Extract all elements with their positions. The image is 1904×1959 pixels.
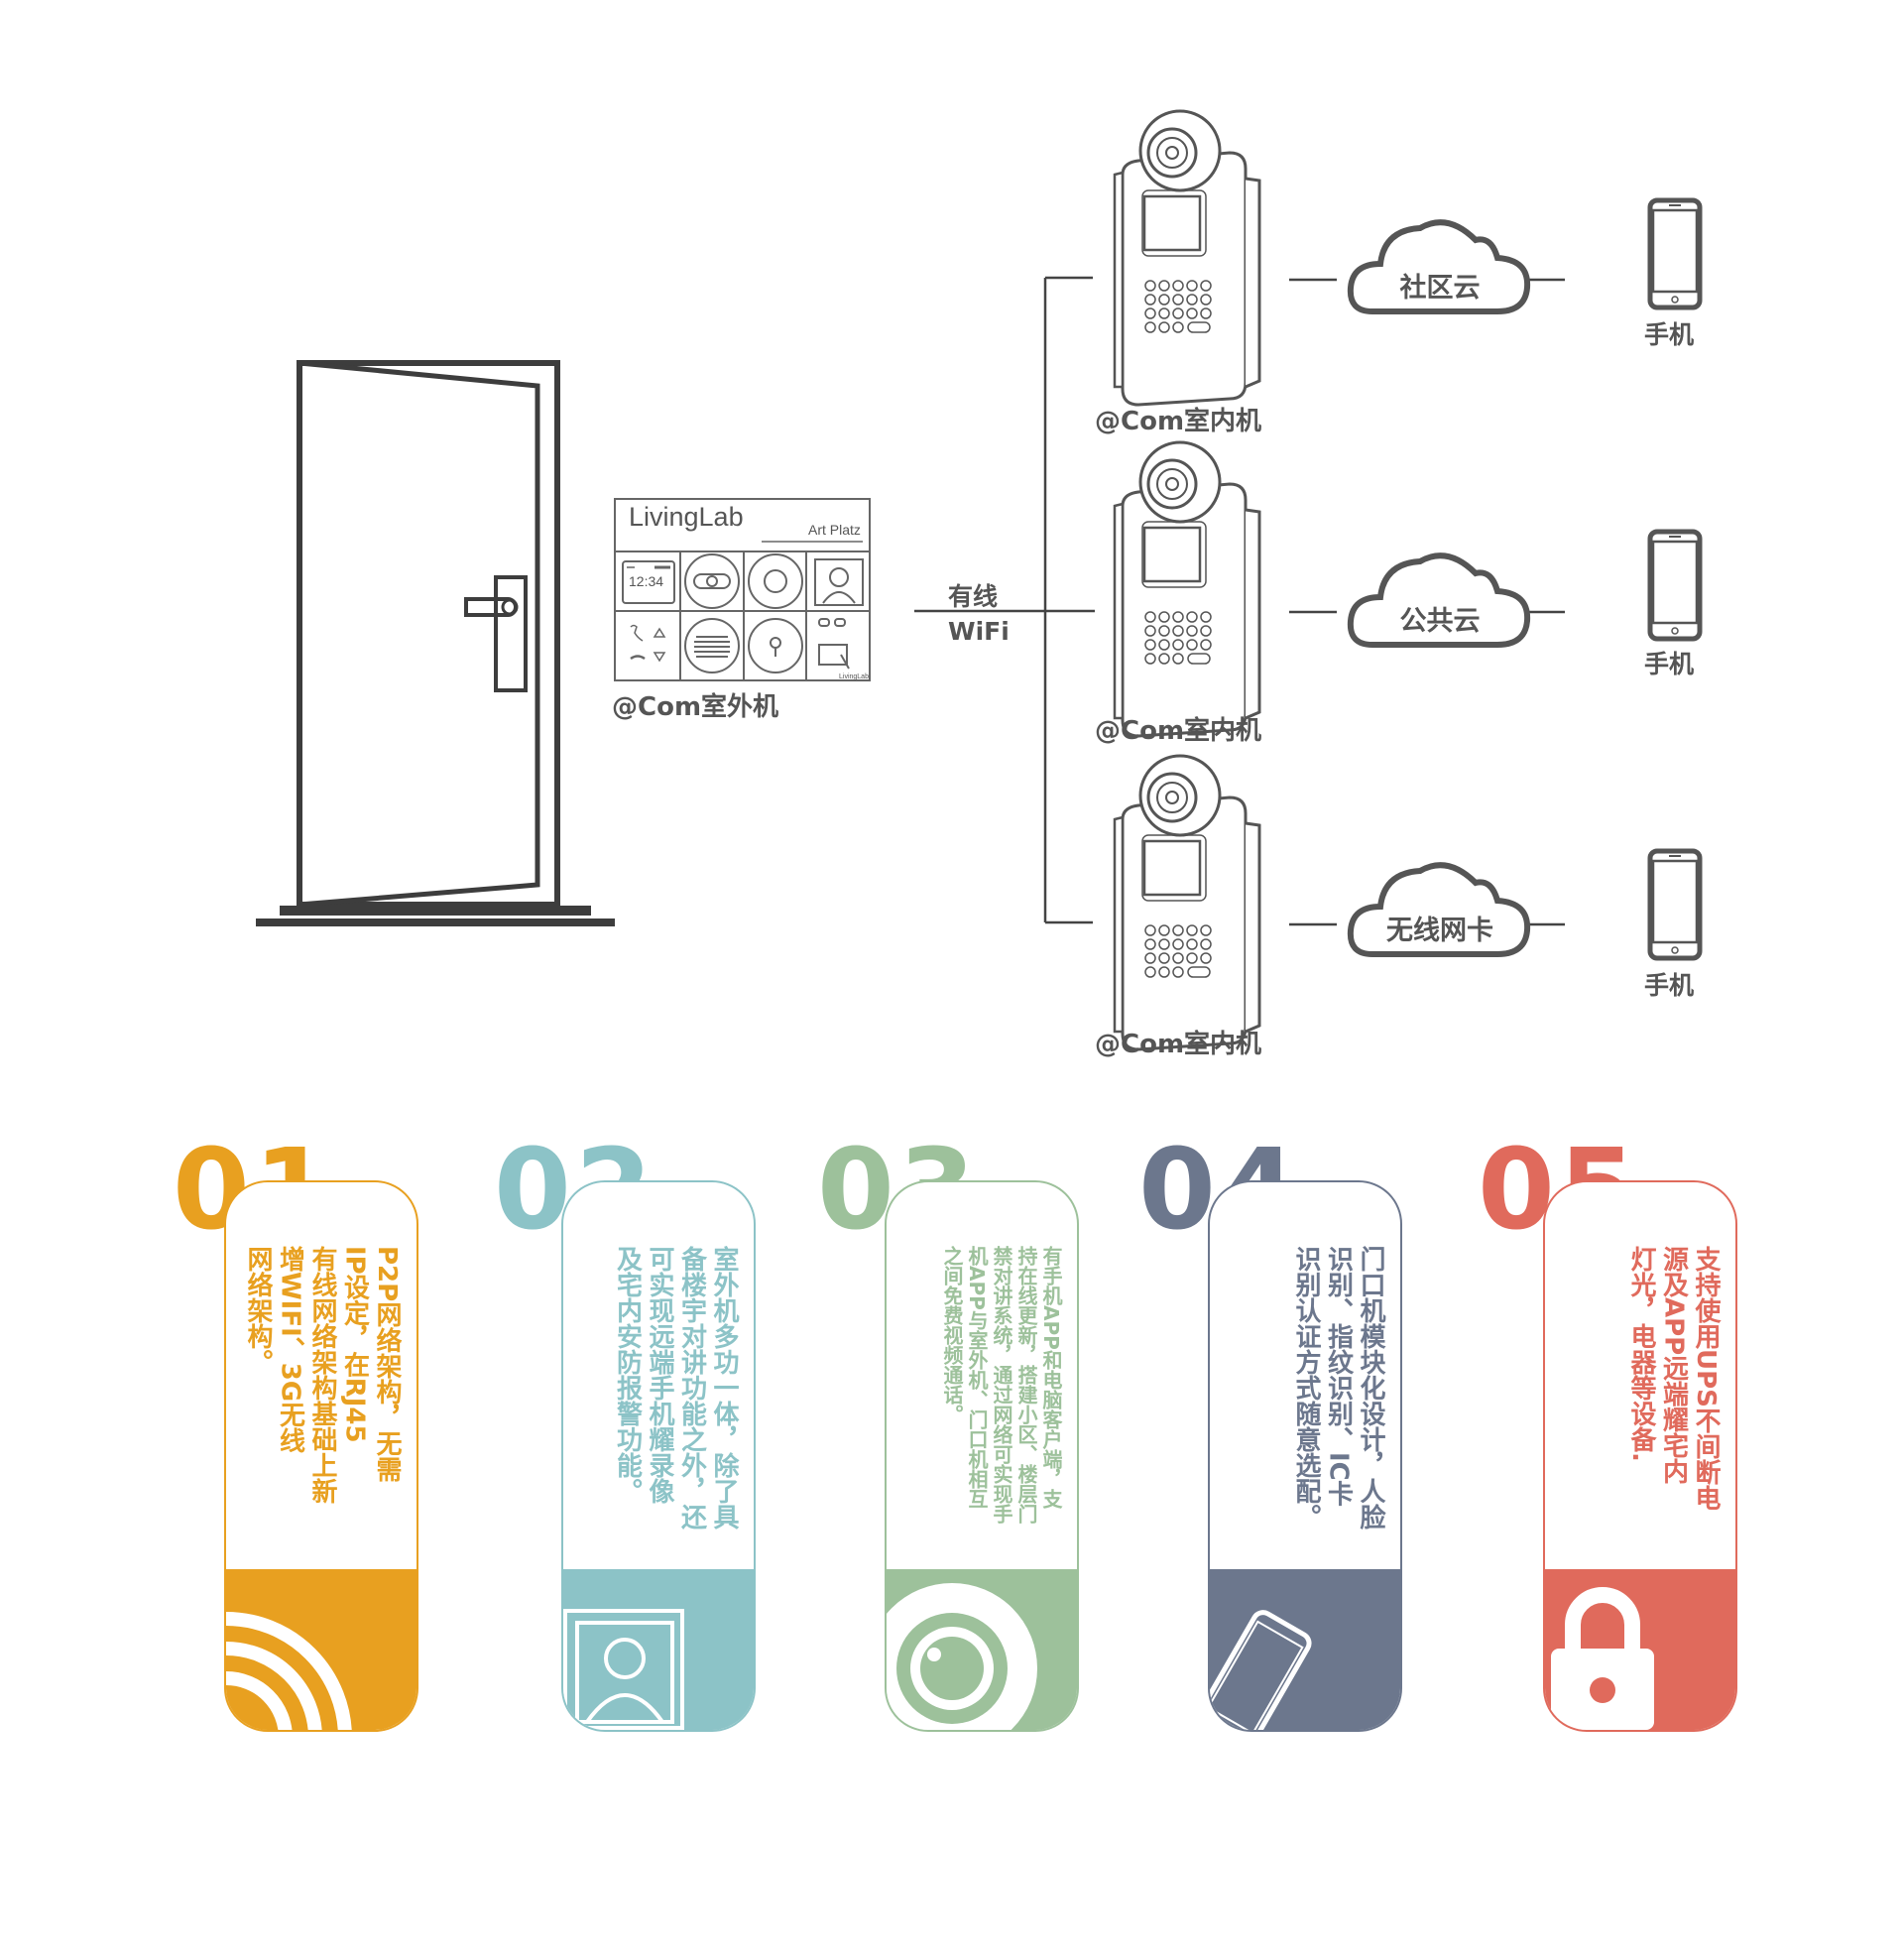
- feature-line: 有线网络架构基础上新: [307, 1246, 337, 1504]
- panel-corner-brand: LivingLab: [839, 673, 869, 680]
- panel-brand: LivingLab: [629, 502, 744, 532]
- feature-line: IP设定，在RJ45: [339, 1246, 370, 1443]
- feature-line: 识别、指纹识别、IC卡: [1323, 1246, 1354, 1507]
- feature-card: 门口机模块化设计，人脸识别、指纹识别、IC卡识别认证方式随意选配。: [1208, 1180, 1402, 1732]
- connection-wifi-label: WiFi: [948, 617, 1010, 646]
- feature-line: 网络架构。: [243, 1246, 273, 1375]
- feature-description: 有手机APP和电脑客户端，支持在线更新，搭建小区、楼层门禁对讲系统，通过网络可实…: [939, 1246, 1063, 1563]
- panel-sub-brand: Art Platz: [808, 522, 861, 538]
- feature-card: 室外机多功一体，除了具备楼宇对讲功能之外，还可实现远端手机耀录像及宅内安防报警功…: [561, 1180, 756, 1732]
- feature-line: 增WIFI、3G无线: [275, 1246, 305, 1454]
- feature-line: 持在线更新，搭建小区、楼层门: [1014, 1246, 1038, 1524]
- panel-clock: 12:34: [629, 573, 664, 589]
- phone-icon: [1650, 851, 1700, 958]
- indoor-unit-label: @Com室内机: [1095, 407, 1262, 436]
- indoor-unit-3: [1113, 754, 1261, 1051]
- feature-line: 禁对讲系统，通过网络可实现手: [990, 1246, 1013, 1524]
- feature-line: 之间免费视频通话。: [940, 1246, 964, 1424]
- feature-line: 备楼宇对讲功能之外，还: [676, 1246, 707, 1530]
- feature-line: 有手机APP和电脑客户端，支: [1039, 1246, 1063, 1509]
- door-icon: [256, 360, 615, 926]
- outdoor-unit-label: @Com室外机: [612, 692, 779, 722]
- feature-footer: [226, 1569, 416, 1730]
- feature-line: 室外机多功一体，除了具: [709, 1246, 739, 1530]
- indoor-unit-label: @Com室内机: [1095, 1030, 1262, 1059]
- feature-line: 灯光，电器等设备.: [1626, 1246, 1656, 1462]
- feature-footer: [563, 1569, 754, 1730]
- feature-description: 室外机多功一体，除了具备楼宇对讲功能之外，还可实现远端手机耀录像及宅内安防报警功…: [611, 1246, 740, 1563]
- outdoor-unit-panel: [614, 498, 871, 681]
- feature-line: P2P网络架构，无需: [372, 1246, 402, 1483]
- feature-footer: [1210, 1569, 1400, 1730]
- cloud-label: 无线网卡: [1386, 916, 1493, 946]
- feature-line: 识别认证方式随意选配。: [1291, 1246, 1321, 1530]
- feature-line: 机APP与室外机、门口机相互: [965, 1246, 989, 1509]
- feature-footer: [887, 1569, 1077, 1730]
- connection-wired-label: 有线: [948, 582, 999, 611]
- phone-label: 手机: [1644, 971, 1695, 1000]
- feature-line: 支持使用UPS不间断电: [1691, 1246, 1721, 1511]
- indoor-unit-label: @Com室内机: [1095, 716, 1262, 746]
- phone-label: 手机: [1644, 650, 1695, 678]
- feature-description: 支持使用UPS不间断电源及APP远端耀宅内灯光，电器等设备.: [1625, 1246, 1723, 1563]
- feature-card: 支持使用UPS不间断电源及APP远端耀宅内灯光，电器等设备.: [1543, 1180, 1737, 1732]
- connection-lines: [914, 276, 1565, 926]
- feature-line: 可实现远端手机耀录像: [645, 1246, 674, 1504]
- indoor-unit-2: [1113, 440, 1261, 738]
- cloud-label: 社区云: [1399, 273, 1481, 304]
- feature-line: 源及APP远端耀宅内: [1658, 1246, 1689, 1485]
- cloud-label: 公共云: [1399, 606, 1481, 637]
- feature-line: 及宅内安防报警功能。: [612, 1246, 643, 1504]
- phone-icon: [1650, 200, 1700, 307]
- feature-footer: [1545, 1569, 1735, 1730]
- feature-line: 门口机模块化设计，人脸: [1356, 1246, 1385, 1530]
- phone-label: 手机: [1644, 320, 1695, 349]
- feature-card: 有手机APP和电脑客户端，支持在线更新，搭建小区、楼层门禁对讲系统，通过网络可实…: [885, 1180, 1079, 1732]
- phone-icon: [1650, 532, 1700, 639]
- feature-description: 门口机模块化设计，人脸识别、指纹识别、IC卡识别认证方式随意选配。: [1290, 1246, 1387, 1563]
- indoor-unit-1: [1113, 109, 1261, 407]
